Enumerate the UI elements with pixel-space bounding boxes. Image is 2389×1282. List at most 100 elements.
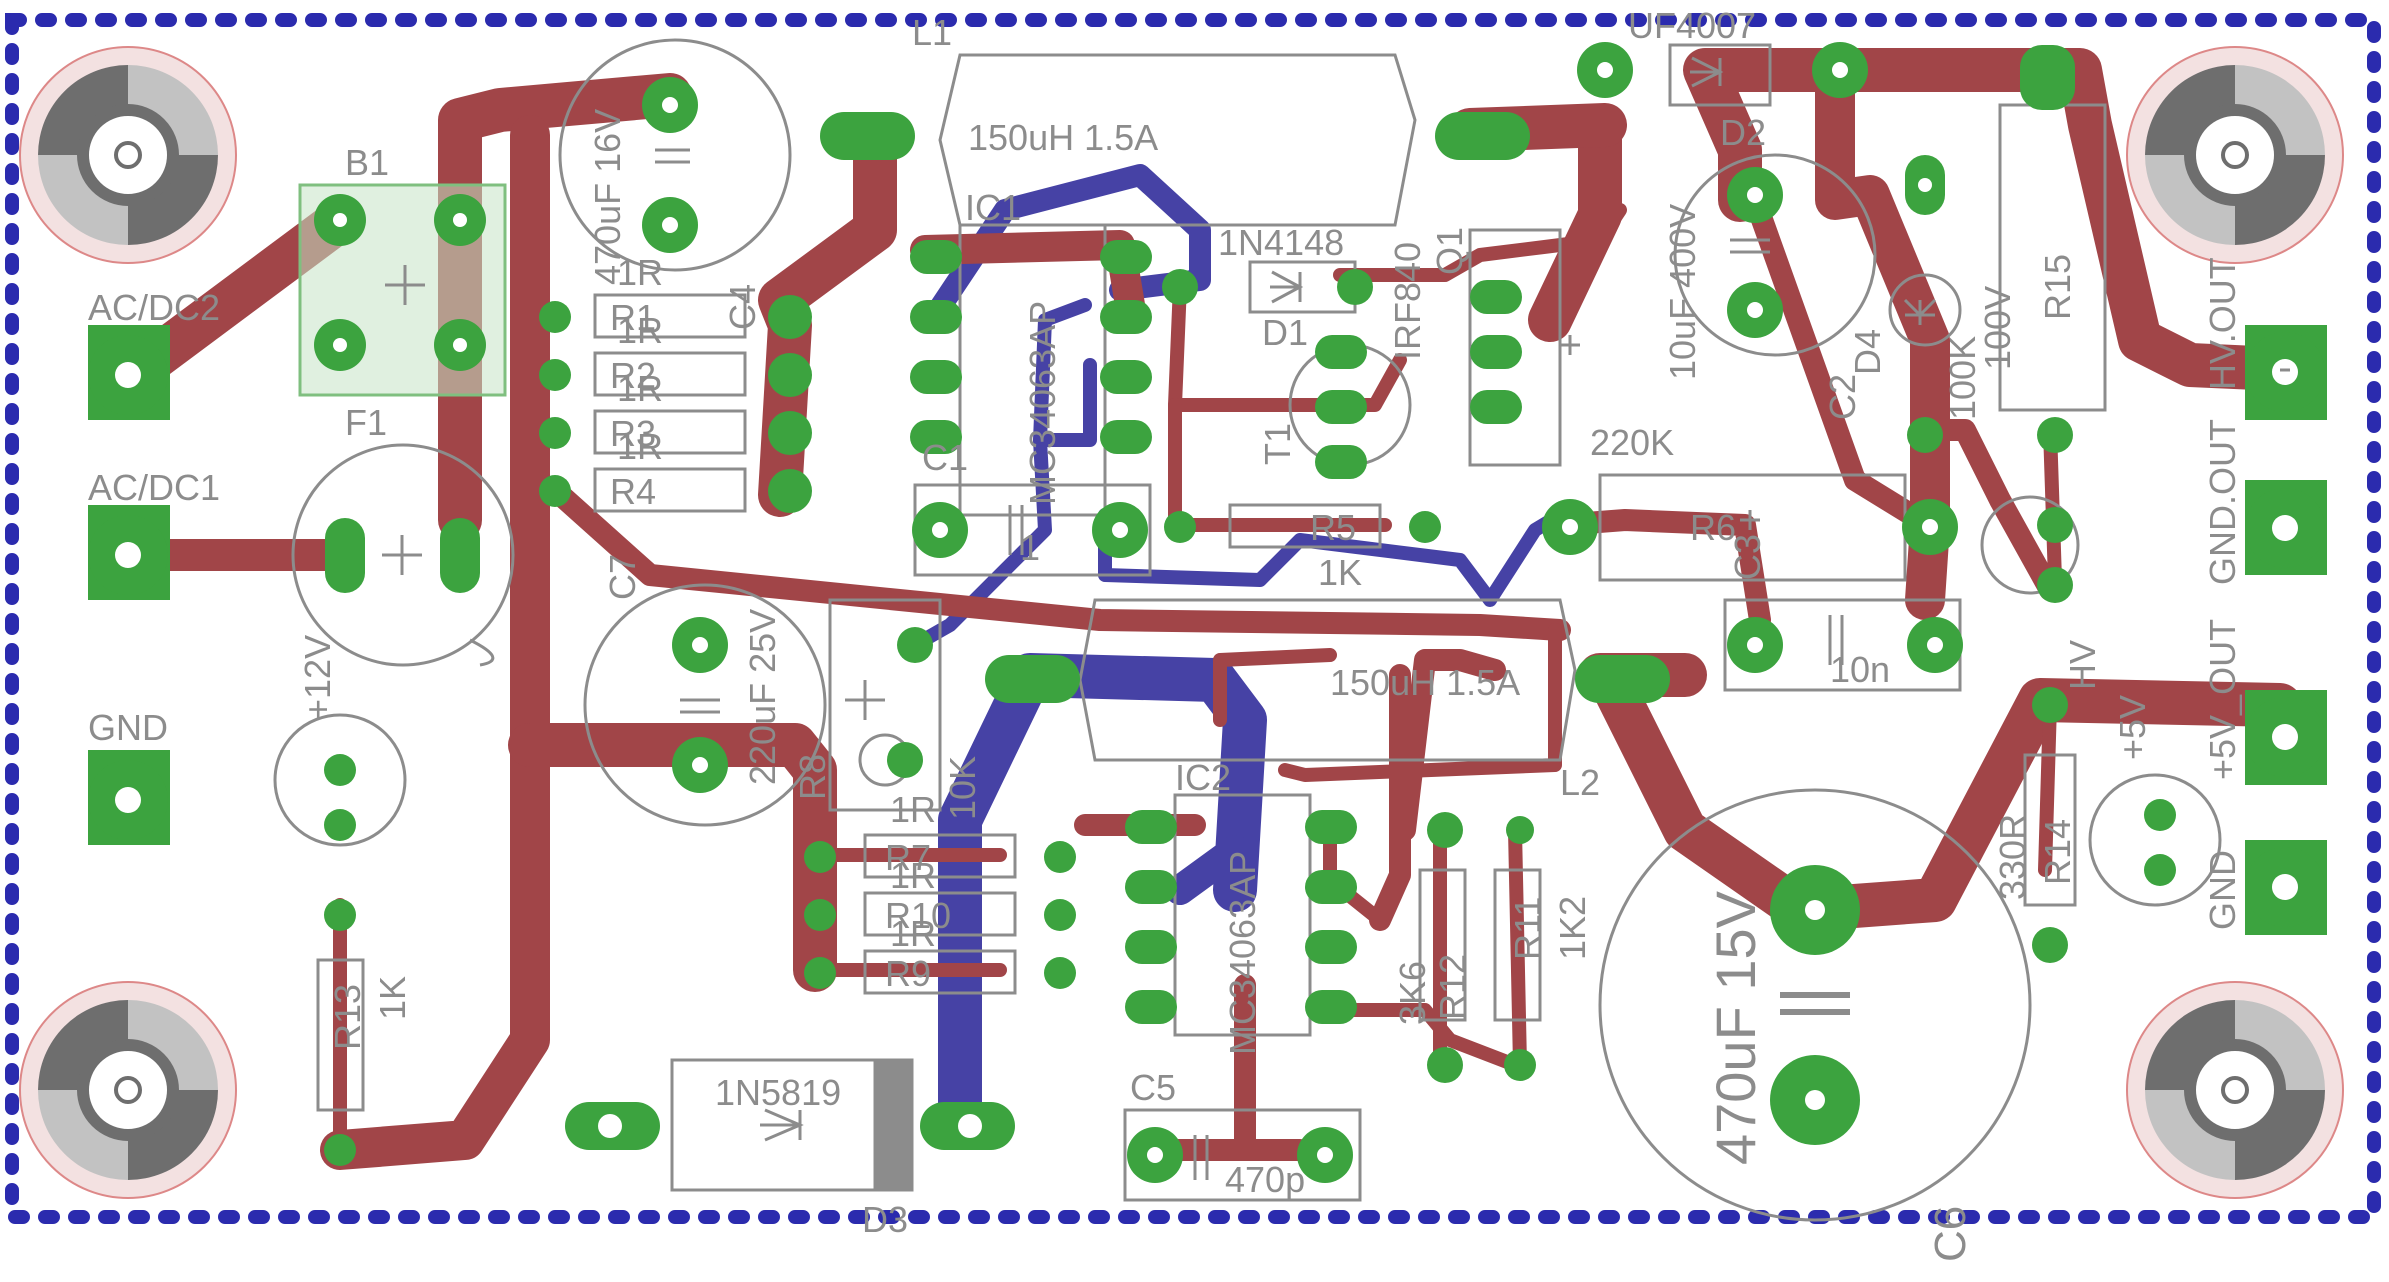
top-trace (1278, 623, 1562, 782)
terminal-gnd-out[interactable] (2245, 480, 2327, 575)
label-t1: T1 (1257, 423, 1298, 465)
mounting-hole-top-left (19, 46, 237, 264)
mounting-hole-bottom-left (19, 981, 237, 1199)
label-r6: R6 (1690, 507, 1736, 548)
label-1n4148: 1N4148 (1218, 222, 1344, 263)
pads (88, 42, 2327, 1183)
label-r3-value: 1R (617, 368, 663, 409)
top-trace (1914, 419, 2061, 601)
label-5v: +5V (2112, 695, 2153, 760)
label-r2-value: 1R (617, 310, 663, 351)
label-r10: R10 (885, 895, 951, 936)
label-b1: B1 (345, 142, 389, 183)
label-l2: L2 (1560, 762, 1600, 803)
label-d3: D3 (862, 1199, 908, 1240)
label-r5: R5 (1310, 507, 1356, 548)
label-irf840: IRF840 (1387, 242, 1428, 360)
label-100k: 100K (1942, 336, 1983, 420)
label-gnd-out: GND.OUT (2202, 419, 2243, 585)
top-trace (1168, 278, 1407, 412)
top-trace (2043, 423, 2062, 587)
label-ic1: IC1 (965, 187, 1021, 228)
l1-outline (938, 53, 1417, 227)
top-trace (544, 479, 1571, 641)
label-f1: F1 (345, 402, 387, 443)
label-c5-value: 470p (1225, 1159, 1305, 1200)
label-r8-value: 10K (942, 756, 983, 820)
bottom-trace (938, 653, 1267, 1147)
label-gnd-left: GND (88, 707, 168, 748)
label-5v-out: +5V_OUT (2202, 619, 2243, 780)
label-d4: D4 (1847, 329, 1888, 375)
label-d1: D1 (1262, 312, 1308, 353)
label-uf4007: UF4007 (1628, 5, 1756, 46)
label-hv-out: HV.OUT (2202, 257, 2243, 390)
label-ac-dc2: AC/DC2 (88, 287, 220, 328)
terminal-5v-out[interactable] (2245, 690, 2327, 785)
label-r11: R11 (1507, 897, 1548, 960)
terminal-ac-dc1[interactable] (88, 505, 170, 600)
label-r12: R12 (1432, 954, 1473, 1020)
label-r10-value: 1R (890, 913, 936, 954)
board-outline (5, 13, 2381, 1224)
terminal-gnd-left[interactable] (88, 750, 170, 845)
label-c7: C7 (602, 554, 643, 600)
top-trace (1744, 189, 1931, 531)
label-r15: R15 (2037, 254, 2078, 320)
label-c3-value: 10n (1830, 649, 1890, 690)
top-trace (320, 115, 550, 1170)
silk-symbols (382, 56, 2290, 1180)
label-ic2-part: MC34063AP (1222, 851, 1263, 1055)
label-r5-value: 1K (1318, 552, 1362, 593)
label-gnd-right: GND (2202, 850, 2243, 930)
label-c2: C2 (1822, 374, 1863, 420)
mounting-holes (19, 46, 2344, 1199)
label-hv: HV (2062, 640, 2103, 690)
label-c7-value: 220uF 25V (742, 609, 783, 785)
label-c6: C6 (1926, 1206, 1975, 1262)
mounting-hole-bottom-right (2126, 981, 2344, 1199)
label-r13: R13 (327, 984, 368, 1050)
label-d2: D2 (1720, 112, 1766, 153)
top-trace (2038, 698, 2057, 877)
label-c1: C1 (922, 437, 968, 478)
label-c5: C5 (1130, 1067, 1176, 1108)
label-c3: C3 (1727, 534, 1768, 580)
label-l2-value: 150uH 1.5A (1330, 662, 1520, 703)
label-q1: Q1 (1429, 227, 1470, 275)
label-r-1r: 1R (890, 789, 936, 830)
label-l1-value: 150uH 1.5A (968, 117, 1158, 158)
label-330r: 330R (1992, 814, 2033, 900)
label-c4: C4 (722, 284, 763, 330)
top-trace (1213, 648, 1337, 727)
label-1n5819: 1N5819 (715, 1072, 841, 1113)
top-trace (1528, 108, 1622, 342)
top-trace (1394, 649, 1506, 841)
label-100v: 100V (1977, 286, 2018, 370)
label-r13-value: 1K (372, 976, 413, 1020)
label-r12-value: 3K6 (1392, 961, 1433, 1025)
label-ac-dc1: AC/DC1 (88, 467, 220, 508)
label-r1-value: 1R (617, 252, 663, 293)
label-ic1-part: MC34063AP (1022, 301, 1063, 505)
label-r1: R1 (610, 297, 656, 338)
top-trace (1369, 664, 1411, 931)
label-r7: R7 (885, 837, 931, 878)
label-r7-value: 1R (890, 855, 936, 896)
top-trace (1588, 658, 2302, 932)
top-trace (1683, 48, 2322, 392)
label-r3: R3 (610, 413, 656, 454)
terminal-gnd-right[interactable] (2245, 840, 2327, 935)
label-c-470uf-16v: 470uF 16V (587, 109, 628, 285)
label-r4-value: 1R (617, 426, 663, 467)
c-470uf-outline (558, 38, 792, 272)
label-r4: R4 (610, 471, 656, 512)
label-r9: R9 (885, 953, 931, 994)
terminal-hv-out[interactable] (2245, 325, 2327, 420)
label-r8: R8 (792, 754, 833, 800)
label-r2: R2 (610, 355, 656, 396)
terminal-ac-dc2[interactable] (88, 325, 170, 420)
label-l1: L1 (912, 12, 952, 53)
label-c6-value: 470uF 15V (1704, 890, 1767, 1165)
